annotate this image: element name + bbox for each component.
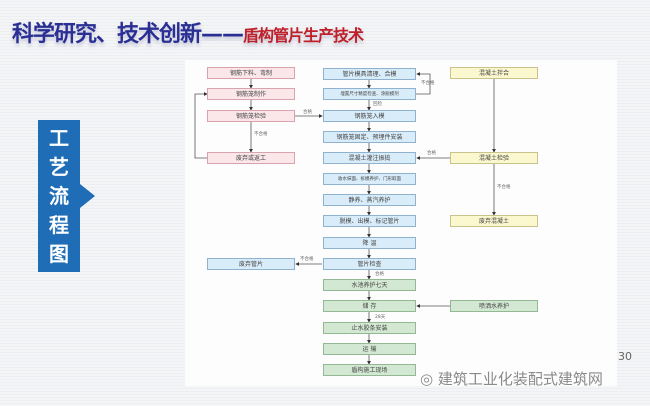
flow-step: 盾构施工现场 — [323, 364, 416, 376]
slide-title: 科学研究、技术创新——盾构管片生产技术 — [12, 16, 364, 48]
flow-step-discard-rework: 废弃或返工 — [207, 152, 295, 164]
flow-step-discard-concrete: 废弃混凝土 — [450, 215, 538, 227]
flow-step-discard-segment: 废弃管片 — [207, 258, 295, 270]
flow-connectors — [194, 72, 496, 365]
qualified-label: 合格 — [427, 151, 436, 156]
flow-step: 水池养护七天 — [323, 279, 416, 291]
flowchart: 钢筋下料、弯制 钢筋笼制作 钢筋笼检验 废弃或返工 废弃管片 管片模具清理、合模… — [185, 60, 617, 386]
unqualified-label: 不合格 — [254, 132, 268, 137]
page-number: 30 — [618, 350, 632, 363]
flow-step: 管片模具清理、合模 — [323, 68, 416, 80]
pointer-arrow-icon — [80, 184, 95, 208]
process-flow-label: 工 艺 流 程 图 — [38, 120, 80, 272]
flow-step-cage-inspection: 钢筋笼检验 — [207, 110, 295, 122]
flow-step-rebar-cutting: 钢筋下料、弯制 — [207, 67, 295, 79]
flow-step: 混凝土灌注振捣 — [323, 152, 416, 164]
side-char: 程 — [49, 212, 69, 237]
unqualified-label: 不合格 — [300, 257, 314, 262]
flow-step: 储 存 — [323, 300, 416, 312]
flow-step: 钢筋笼入模 — [323, 110, 416, 122]
side-char: 图 — [49, 241, 69, 266]
flow-step: 降 温 — [323, 237, 416, 249]
flow-step-water-spray: 喷洒水养护 — [450, 300, 538, 312]
flow-step-cage-making: 钢筋笼制作 — [207, 88, 295, 100]
recheck-label: 回检 — [373, 102, 382, 107]
flow-step: 运 输 — [323, 343, 416, 355]
flow-step-concrete-inspection: 混凝土检验 — [450, 152, 538, 164]
side-char: 流 — [49, 183, 69, 208]
unqualified-label: 不合格 — [421, 81, 435, 86]
title-main: 科学研究、技术创新—— — [12, 22, 244, 47]
qualified-label: 合格 — [303, 110, 312, 115]
flow-step-concrete-mixing: 混凝土拌合 — [450, 67, 538, 79]
flow-step: 脱模、出模、标记管片 — [323, 215, 416, 227]
watermark: ◎ 建筑工业化装配式建筑网 — [420, 370, 603, 388]
side-char: 艺 — [49, 155, 69, 180]
flow-step: 钢筋笼固定、预埋件安装 — [323, 131, 416, 143]
flow-step: 收水抹面、拆模养护、门形取面 — [323, 173, 416, 185]
flow-step: 静养、蒸汽养护 — [323, 194, 416, 206]
flow-step: 止水胶条安装 — [323, 322, 416, 334]
unqualified-label: 不合格 — [497, 185, 511, 190]
days-label: 28天 — [375, 315, 386, 320]
title-sub: 盾构管片生产技术 — [243, 26, 364, 45]
watermark-text: 建筑工业化装配式建筑网 — [437, 370, 603, 388]
side-char: 工 — [49, 126, 69, 151]
flow-step: 埋置尺寸精度检查、涂脱模剂 — [323, 88, 416, 100]
qualified-label: 合格 — [375, 272, 384, 277]
flow-step: 管片检查 — [323, 258, 416, 270]
